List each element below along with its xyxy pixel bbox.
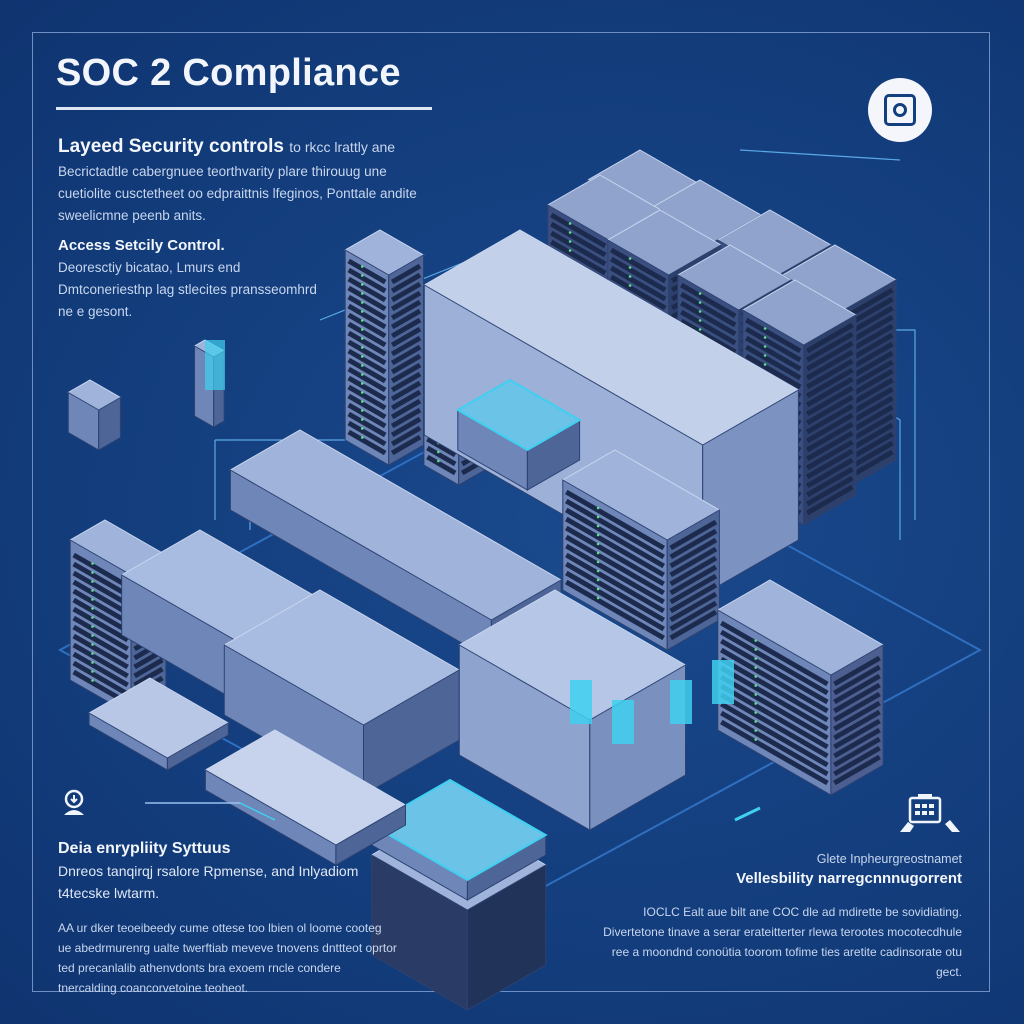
server-tower bbox=[344, 229, 425, 466]
tools-icon bbox=[900, 794, 960, 832]
glow-panel bbox=[570, 680, 592, 724]
section-heading: Layeed Security controls to rkcc lrattly… bbox=[58, 136, 396, 157]
glow-panel bbox=[670, 680, 692, 724]
server-cluster bbox=[561, 449, 721, 651]
section-kicker: Glete Inpheurgreostnamet bbox=[816, 852, 962, 866]
biometric-kiosk bbox=[67, 379, 122, 451]
glow-panel bbox=[712, 660, 734, 704]
section-data-encryption: Deia enrypliity Syttuus Dnreos tanqirqj … bbox=[58, 838, 398, 998]
section-heading: Vellesbility narregcnnnugorrent bbox=[736, 870, 962, 887]
divider-line bbox=[239, 802, 276, 821]
connector-line bbox=[215, 430, 351, 441]
connector-line bbox=[739, 149, 901, 161]
accent-line bbox=[734, 806, 761, 822]
section-heading-tail: to rkcc lrattly ane bbox=[289, 139, 396, 155]
page-frame bbox=[32, 32, 990, 992]
lock-icon bbox=[64, 789, 84, 815]
section-layered-security: Layeed Security controls to rkcc lrattly… bbox=[58, 133, 438, 227]
hsm-unit bbox=[458, 589, 687, 831]
section-body: IOCLC Ealt aue bilt ane COC dle ad mdire… bbox=[603, 905, 962, 979]
section-heading: Deia enrypliity Syttuus bbox=[58, 840, 231, 857]
title-underline bbox=[56, 107, 432, 110]
section-body: AA ur dker teoeibeedy cume ottese too lb… bbox=[58, 921, 397, 995]
section-vulnerability-management: Glete Inpheurgreostnamet Vellesbility na… bbox=[602, 850, 962, 982]
section-body: Deoresctiy bicatao, Lmurs end Dmtconerie… bbox=[58, 260, 317, 319]
section-access-control: Access Setcily Control. Deoresctiy bicat… bbox=[58, 235, 318, 323]
camera-icon bbox=[868, 78, 932, 142]
section-body: Becrictadtle cabergnuee teorthvarity pla… bbox=[58, 164, 417, 223]
screen-glow bbox=[205, 340, 225, 390]
encryption-vault bbox=[369, 778, 548, 901]
server-cluster bbox=[716, 579, 885, 796]
glow-panel bbox=[612, 700, 634, 744]
access-scanner bbox=[88, 677, 230, 771]
secure-vault bbox=[455, 378, 582, 491]
page-title: SOC 2 Compliance bbox=[56, 52, 401, 94]
section-heading: Access Setcily Control. bbox=[58, 237, 225, 254]
section-lead: Dnreos tanqirqj rsalore Rpmense, and Inl… bbox=[58, 863, 359, 901]
